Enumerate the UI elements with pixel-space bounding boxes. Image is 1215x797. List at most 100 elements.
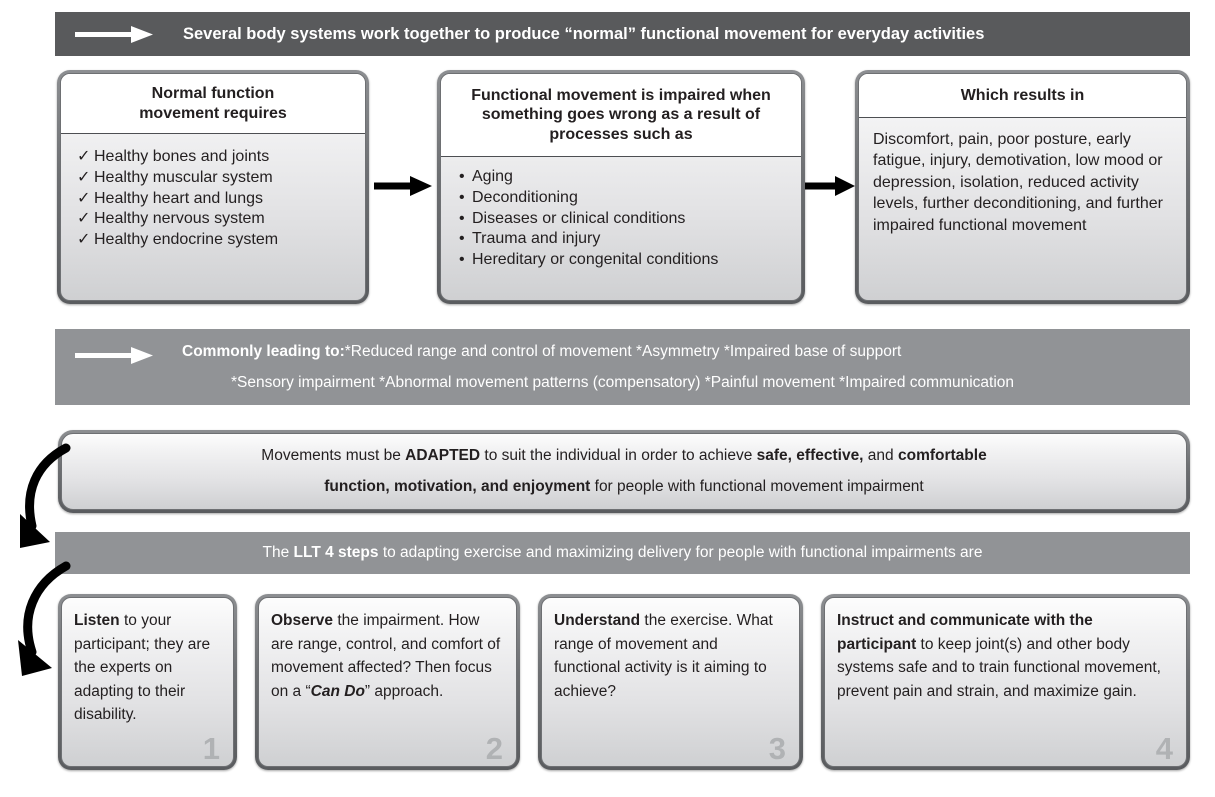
check-icon: ✓	[77, 168, 91, 186]
step-2-can-do: Can Do	[310, 682, 365, 700]
bullet-icon: •	[459, 230, 465, 248]
list-item-label: Aging	[472, 168, 513, 185]
banner-top: Several body systems work together to pr…	[55, 12, 1190, 56]
adapted-l1-p5: comfortable	[897, 447, 987, 464]
box-normal-function-title: Normal function movement requires	[61, 74, 365, 134]
adapted-line1: Movements must be ADAPTED to suit the in…	[261, 447, 986, 465]
step-box-3: Understand the exercise. What range of m…	[538, 594, 803, 770]
step-box-4: Instruct and communicate with the partic…	[821, 594, 1190, 770]
check-icon: ✓	[77, 189, 91, 207]
llt-bold: LLT 4 steps	[293, 544, 379, 562]
step-3-rest: the exercise. What range of movement and…	[554, 612, 773, 700]
list-item: ✓ Healthy nervous system	[77, 209, 351, 230]
impaired-causes-list: • Aging • Deconditioning • Diseases or c…	[459, 167, 789, 271]
step-1-lead: Listen	[74, 612, 120, 629]
step-1-number: 1	[202, 731, 220, 766]
llt-part1: The	[262, 544, 294, 562]
step-2-tail: approach.	[370, 682, 444, 700]
check-icon: ✓	[77, 231, 91, 249]
adapted-l2-p0: function, motivation, and enjoyment	[324, 478, 591, 495]
bullet-icon: •	[459, 209, 465, 227]
adapted-line2: function, motivation, and enjoyment for …	[324, 478, 924, 496]
banner-leading-line1-bold: Commonly leading to:	[182, 342, 345, 360]
step-4-lead: Instruct and communicate with the partic…	[837, 612, 1093, 653]
adapted-l2-p1: for people with functional movement impa…	[590, 478, 924, 495]
list-item-label: Trauma and injury	[472, 230, 601, 248]
list-item-label: Diseases or clinical conditions	[472, 209, 686, 227]
arrow-right-icon-1	[374, 176, 432, 196]
adapted-l1-p3: safe, effective,	[756, 447, 864, 464]
step-box-2-inner: Observe the impairment. How are range, c…	[258, 597, 517, 767]
box-which-results-in: Which results in Discomfort, pain, poor …	[855, 70, 1190, 304]
arrow-right-icon	[75, 347, 153, 364]
box-impaired-causes-title: Functional movement is impaired when som…	[441, 74, 801, 157]
step-1-text: Listen to your participant; they are the…	[62, 598, 233, 766]
arrow-right-icon	[75, 26, 153, 43]
list-item-label: Healthy nervous system	[94, 210, 265, 228]
list-item: • Hereditary or congenital conditions	[459, 250, 789, 271]
box-adapted: Movements must be ADAPTED to suit the in…	[58, 430, 1190, 513]
box-which-results-in-title: Which results in	[859, 74, 1186, 118]
step-3-number: 3	[768, 731, 786, 766]
step-4-number: 4	[1155, 731, 1173, 766]
arrow-right-icon-2	[805, 176, 855, 196]
list-item-label: Hereditary or congenital conditions	[472, 251, 719, 269]
list-item-label: Healthy heart and lungs	[94, 189, 263, 207]
step-2-text: Observe the impairment. How are range, c…	[259, 598, 516, 766]
box-normal-function-inner: Normal function movement requires ✓ Heal…	[60, 73, 366, 301]
box-impaired-causes-inner: Functional movement is impaired when som…	[440, 73, 802, 301]
normal-function-list: ✓ Healthy bones and joints ✓ Healthy mus…	[77, 147, 351, 251]
step-box-1: Listen to your participant; they are the…	[58, 594, 237, 770]
step-box-3-inner: Understand the exercise. What range of m…	[541, 597, 800, 767]
step-4-rest: to keep joint(s) and other body systems …	[837, 635, 1161, 700]
list-item: • Diseases or clinical conditions	[459, 209, 789, 230]
adapted-l1-p4: and	[863, 447, 898, 464]
box-normal-function: Normal function movement requires ✓ Heal…	[57, 70, 369, 304]
list-item: • Deconditioning	[459, 188, 789, 209]
adapted-l1-p2: to suit the individual in order to achie…	[480, 447, 757, 464]
box-impaired-causes: Functional movement is impaired when som…	[437, 70, 805, 304]
list-item-label: Deconditioning	[472, 188, 578, 206]
step-4-text: Instruct and communicate with the partic…	[825, 598, 1186, 766]
step-2-lead: Observe	[271, 612, 334, 629]
list-item-label: Healthy bones and joints	[94, 148, 270, 165]
box-impaired-causes-body: • Aging • Deconditioning • Diseases or c…	[441, 157, 801, 300]
list-item: • Aging	[459, 167, 789, 188]
banner-leading-line1: Commonly leading to:*Reduced range and c…	[69, 343, 1176, 361]
list-item: ✓ Healthy muscular system	[77, 168, 351, 189]
step-3-lead: Understand	[554, 612, 641, 629]
list-item: ✓ Healthy endocrine system	[77, 230, 351, 251]
step-1-rest: to your participant; they are the expert…	[74, 612, 211, 724]
step-2-number: 2	[485, 731, 503, 766]
adapted-l1-p1: ADAPTED	[405, 447, 481, 464]
banner-llt-steps: The LLT 4 steps to adapting exercise and…	[55, 532, 1190, 574]
step-2-rest: the impairment. How are range, control, …	[271, 612, 501, 700]
list-item-label: Healthy muscular system	[94, 168, 273, 186]
adapted-l1-p0: Movements must be	[261, 447, 406, 464]
step-2-quote-open: “	[305, 682, 311, 700]
box-normal-function-body: ✓ Healthy bones and joints ✓ Healthy mus…	[61, 134, 365, 300]
banner-llt-text: The LLT 4 steps to adapting exercise and…	[263, 544, 983, 562]
box-adapted-inner: Movements must be ADAPTED to suit the in…	[61, 433, 1187, 510]
llt-part2: to adapting exercise and maximizing deli…	[378, 544, 983, 562]
step-2-quote-close: ”	[364, 682, 371, 700]
list-item-label: Healthy endocrine system	[94, 231, 279, 249]
bullet-icon: •	[459, 168, 465, 185]
banner-leading-line1-rest: *Reduced range and control of movement *…	[344, 342, 902, 360]
bullet-icon: •	[459, 251, 465, 269]
box-which-results-in-body: Discomfort, pain, poor posture, early fa…	[873, 131, 1163, 234]
banner-leading-line2: *Sensory impairment *Abnormal movement p…	[230, 373, 1015, 391]
check-icon: ✓	[77, 210, 91, 228]
list-item: • Trauma and injury	[459, 229, 789, 250]
box-which-results-in-inner: Which results in Discomfort, pain, poor …	[858, 73, 1187, 301]
step-box-1-inner: Listen to your participant; they are the…	[61, 597, 234, 767]
step-box-4-inner: Instruct and communicate with the partic…	[824, 597, 1187, 767]
step-box-2: Observe the impairment. How are range, c…	[255, 594, 520, 770]
list-item: ✓ Healthy heart and lungs	[77, 189, 351, 210]
banner-top-text: Several body systems work together to pr…	[183, 24, 985, 43]
bullet-icon: •	[459, 188, 465, 206]
banner-commonly-leading-to: Commonly leading to:*Reduced range and c…	[55, 329, 1190, 405]
list-item: ✓ Healthy bones and joints	[77, 147, 351, 168]
check-icon: ✓	[77, 148, 91, 165]
